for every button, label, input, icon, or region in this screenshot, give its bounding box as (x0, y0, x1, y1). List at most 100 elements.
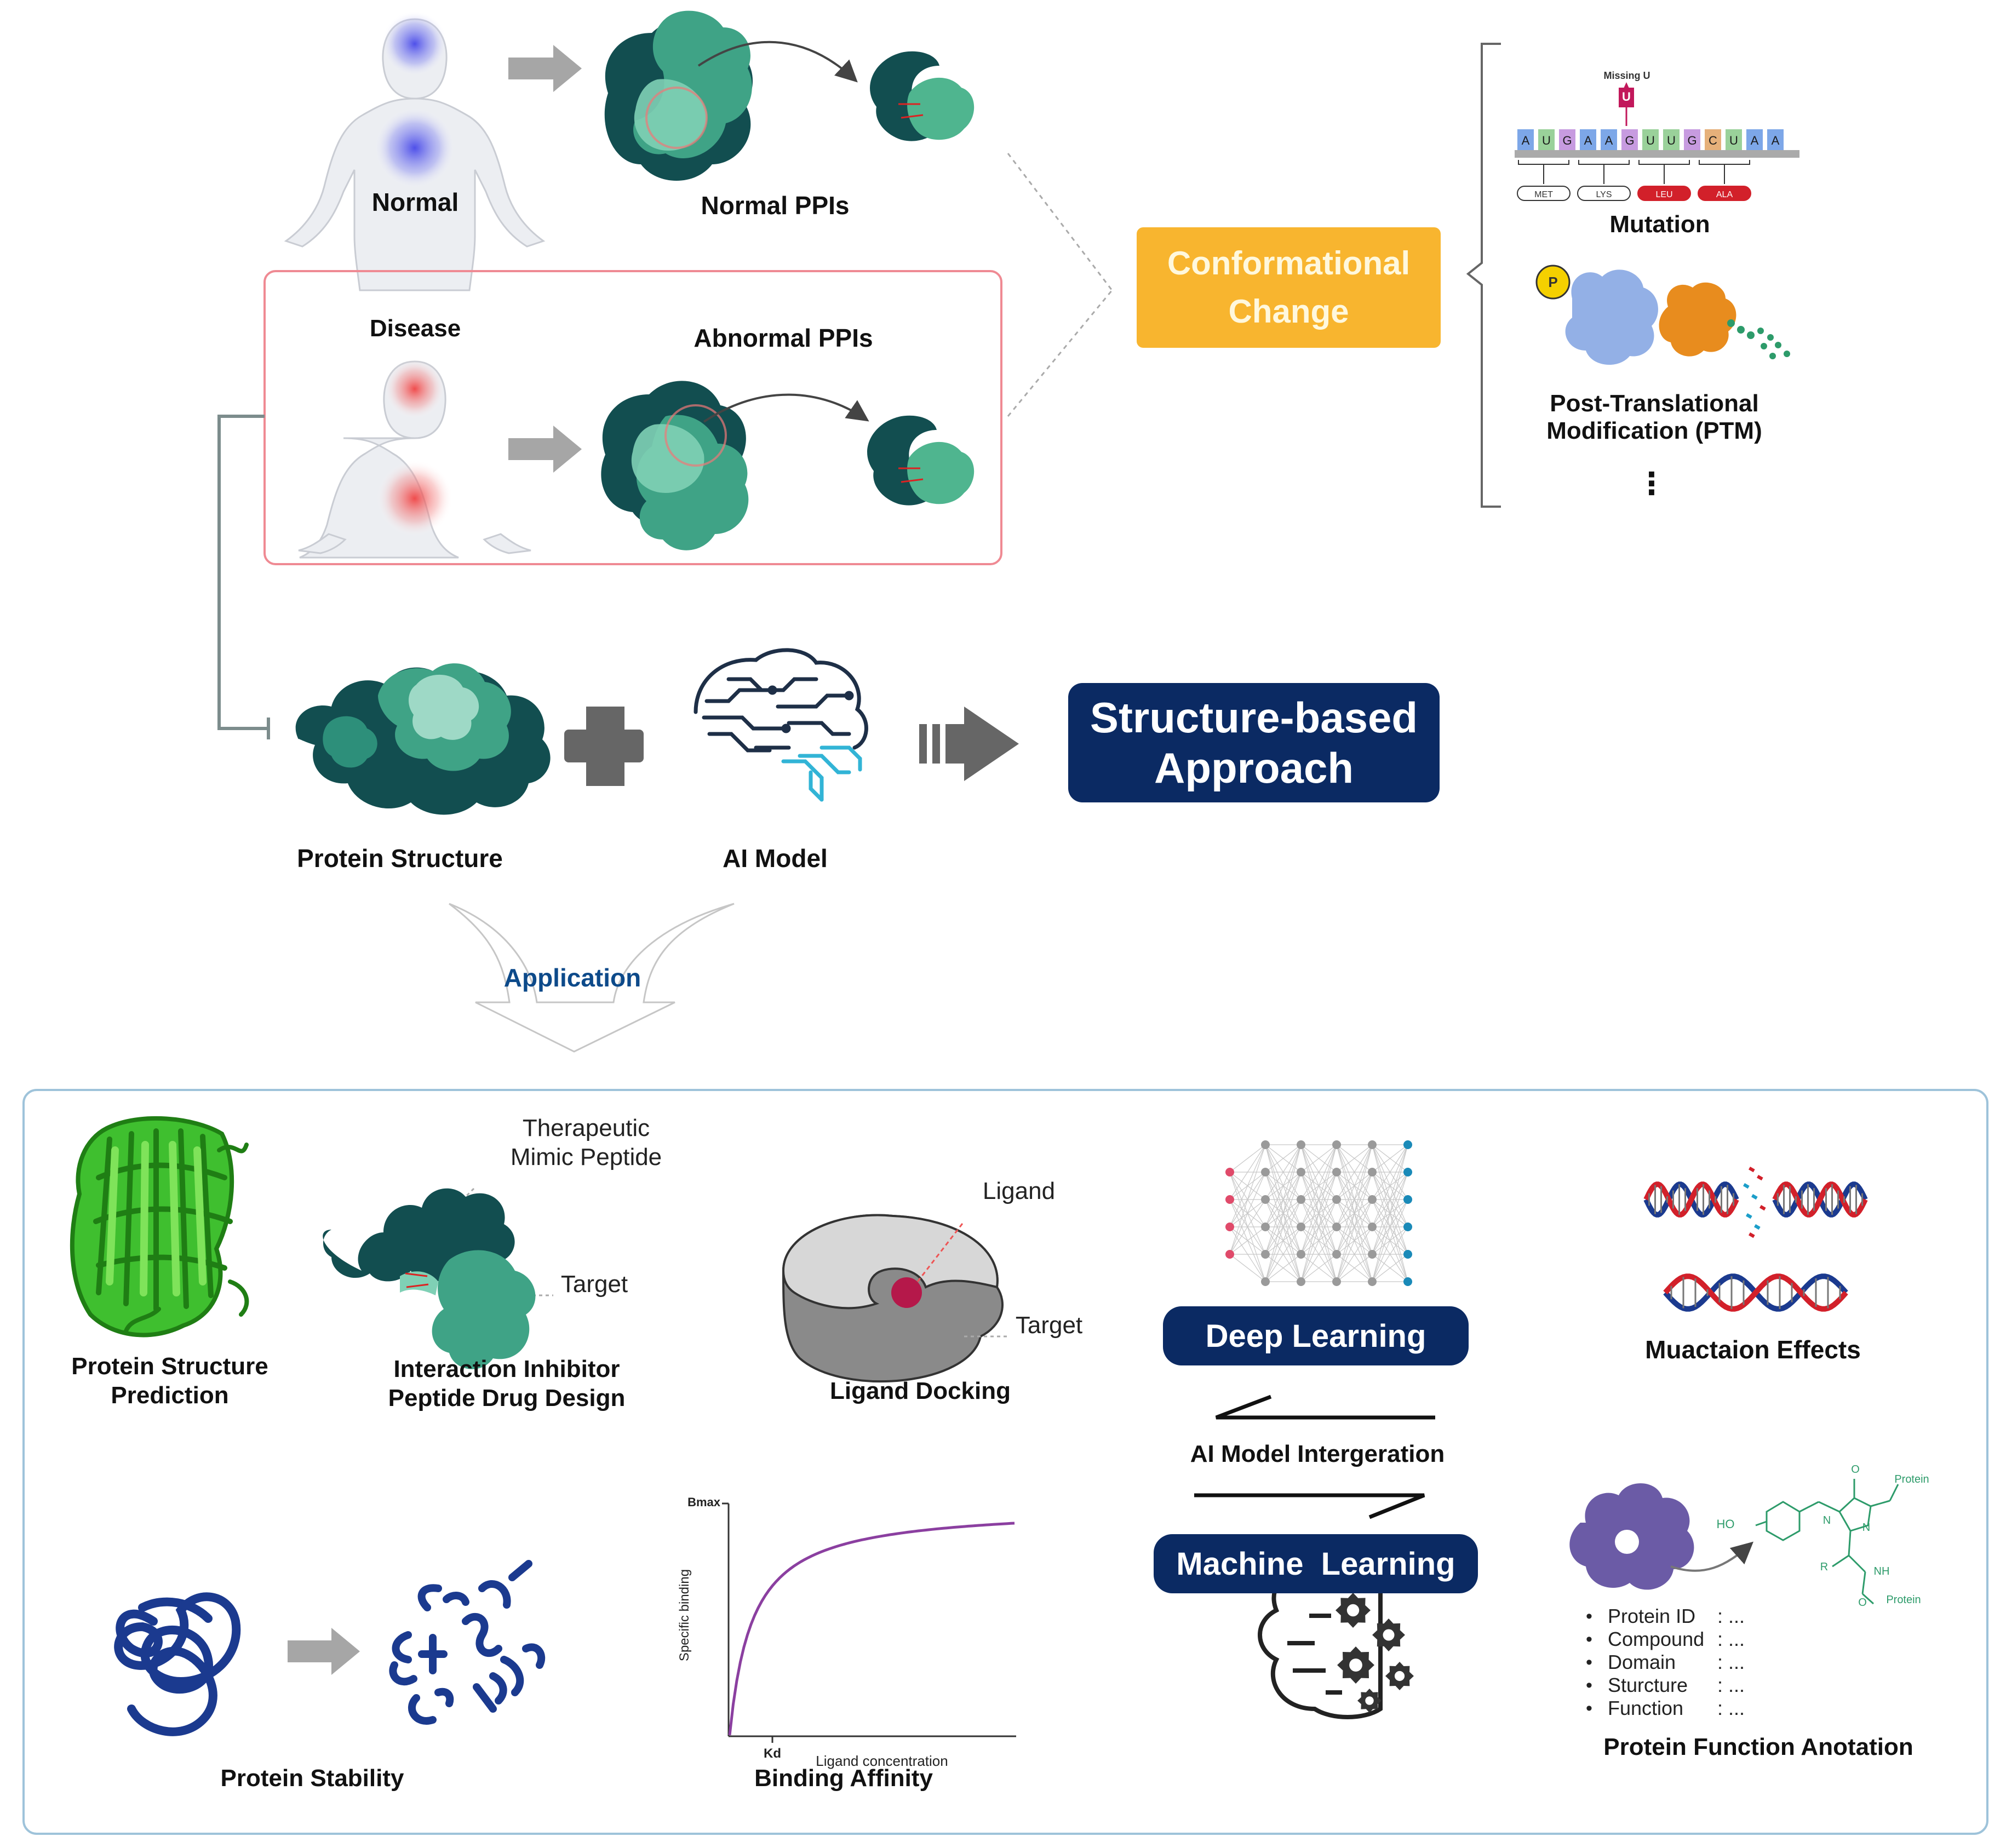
machine-learning-box: Machine Learning (1154, 1534, 1478, 1593)
binding-curve (728, 1522, 1015, 1736)
codon (1517, 186, 1571, 201)
nucleotide (1767, 129, 1784, 150)
bidirectional-arrows-icon (1194, 1394, 1435, 1519)
mol-protein-2: Protein (1886, 1594, 1921, 1606)
therapeutic-label-line2: Mimic Peptide (510, 1144, 662, 1170)
list-item: Sturcture: ... (1586, 1674, 1745, 1697)
binding-affinity-chart (722, 1502, 1016, 1743)
protein-stability-icon (114, 1592, 241, 1736)
arrow-right-icon (288, 1628, 360, 1675)
nucleotide (1642, 129, 1659, 150)
codon-label: LEU (1655, 190, 1672, 199)
normal-ppi-complex-icon (604, 10, 753, 181)
protein-structure-prediction-icon (70, 1116, 249, 1338)
peptide-caption-line2: Peptide Drug Design (388, 1385, 626, 1411)
nucleotide (1621, 129, 1638, 150)
nucleotide-letter: U (1646, 134, 1655, 147)
conformational-change-line1: Conformational (1167, 245, 1411, 282)
peptide-drug-icon (323, 1187, 553, 1369)
curved-arrow-icon (703, 393, 869, 423)
leader-line (1007, 153, 1113, 291)
nucleotide-letter: G (1687, 134, 1696, 147)
codon-label: LYS (1596, 190, 1612, 199)
nucleotide-letter: G (1625, 134, 1634, 147)
list-item: Compound: ... (1586, 1628, 1745, 1651)
codon (1577, 186, 1631, 201)
protein-structure-icon (295, 663, 551, 815)
ai-integration-label: AI Model Intergeration (1190, 1440, 1445, 1467)
peptide-target-label: Target (560, 1271, 628, 1298)
ai-brain-icon (693, 648, 868, 802)
leader-line (1007, 290, 1113, 417)
psp-label-line2: Prediction (111, 1382, 229, 1409)
forward-arrow-icon (919, 707, 1019, 781)
normal-label: Normal (371, 188, 459, 216)
list-item: Protein ID: ... (1586, 1605, 1745, 1628)
bracket (1466, 43, 1501, 508)
nucleotide-letter: A (1751, 134, 1759, 147)
mol-protein-1: Protein (1894, 1473, 1929, 1485)
bmax-label: Bmax (687, 1495, 720, 1509)
disease-human-icon (298, 359, 531, 559)
mol-n1: N (1822, 1514, 1831, 1526)
mol-n2: N (1862, 1522, 1871, 1534)
nucleotide (1726, 129, 1742, 150)
nucleotide-letter: A (1772, 134, 1780, 147)
deep-learning-box: Deep Learning (1163, 1306, 1469, 1365)
kd-label: Kd (764, 1746, 781, 1761)
nucleotide-letter: G (1562, 134, 1572, 147)
normal-ppis-label: Normal PPIs (701, 191, 850, 220)
normal-ppi-separated-icon (870, 51, 975, 141)
codon-label: MET (1534, 190, 1553, 199)
disease-label: Disease (369, 315, 461, 342)
arrow-right-icon (508, 426, 582, 473)
abnormal-ppis-label: Abnormal PPIs (693, 324, 873, 352)
mutation-effects-label: Muactaion Effects (1645, 1335, 1861, 1364)
abnormal-ppi-separated-icon (867, 415, 975, 506)
inserted-u-letter: U (1622, 90, 1631, 104)
nucleotide-letter: U (1542, 134, 1551, 147)
structure-based-approach-box: Structure-based Approach (1068, 683, 1440, 802)
nucleotide (1559, 129, 1575, 150)
missing-u-label: Missing U (1603, 70, 1650, 81)
therapeutic-label-line1: Therapeutic (522, 1115, 650, 1141)
ai-model-label: AI Model (723, 844, 828, 873)
mol-o1: O (1851, 1464, 1860, 1476)
connector-line (217, 415, 268, 730)
curved-arrow-icon (697, 41, 858, 83)
nucleotide (1538, 129, 1555, 150)
y-axis-label: Specific binding (677, 1569, 692, 1662)
list-item: Function: ... (1586, 1697, 1745, 1720)
nucleotide (1684, 129, 1700, 150)
application-chevron-icon (449, 903, 735, 1053)
application-label: Application (503, 963, 641, 992)
applications-panel (22, 1089, 1988, 1835)
nucleotide-letter: U (1667, 134, 1676, 147)
ptm-icon (1535, 265, 1790, 365)
conformational-change-box: Conformational Change (1137, 227, 1441, 348)
nucleotide-letter: A (1605, 134, 1613, 147)
structure-based-line1: Structure-based (1090, 693, 1418, 742)
x-axis-label: Ligand concentration (816, 1753, 948, 1769)
dna-mutation-icon (1643, 1167, 1868, 1312)
chromophore-molecule-icon (1755, 1479, 1899, 1605)
nucleotide-letter: U (1729, 134, 1738, 147)
plus-icon (564, 707, 644, 786)
binding-affinity-label: Binding Affinity (754, 1765, 933, 1792)
mutation-label: Mutation (1609, 211, 1710, 238)
protein-function-label: Protein Function Anotation (1603, 1734, 1913, 1760)
nucleotide-letter: C (1709, 134, 1717, 147)
codon-label: ALA (1716, 190, 1733, 199)
mol-o2: O (1858, 1597, 1867, 1609)
abnormal-ppi-complex-icon (601, 381, 749, 550)
list-item: Domain: ... (1586, 1651, 1745, 1674)
ptm-label-line2: Modification (PTM) (1546, 417, 1762, 444)
nucleotide (1580, 129, 1596, 150)
nucleotide (1601, 129, 1617, 150)
gear-icon (1336, 1593, 1414, 1713)
more-ellipsis: ⋮ (1636, 466, 1667, 501)
psp-label-line1: Protein Structure (71, 1353, 268, 1380)
peptide-caption-line1: Interaction Inhibitor (393, 1356, 620, 1382)
